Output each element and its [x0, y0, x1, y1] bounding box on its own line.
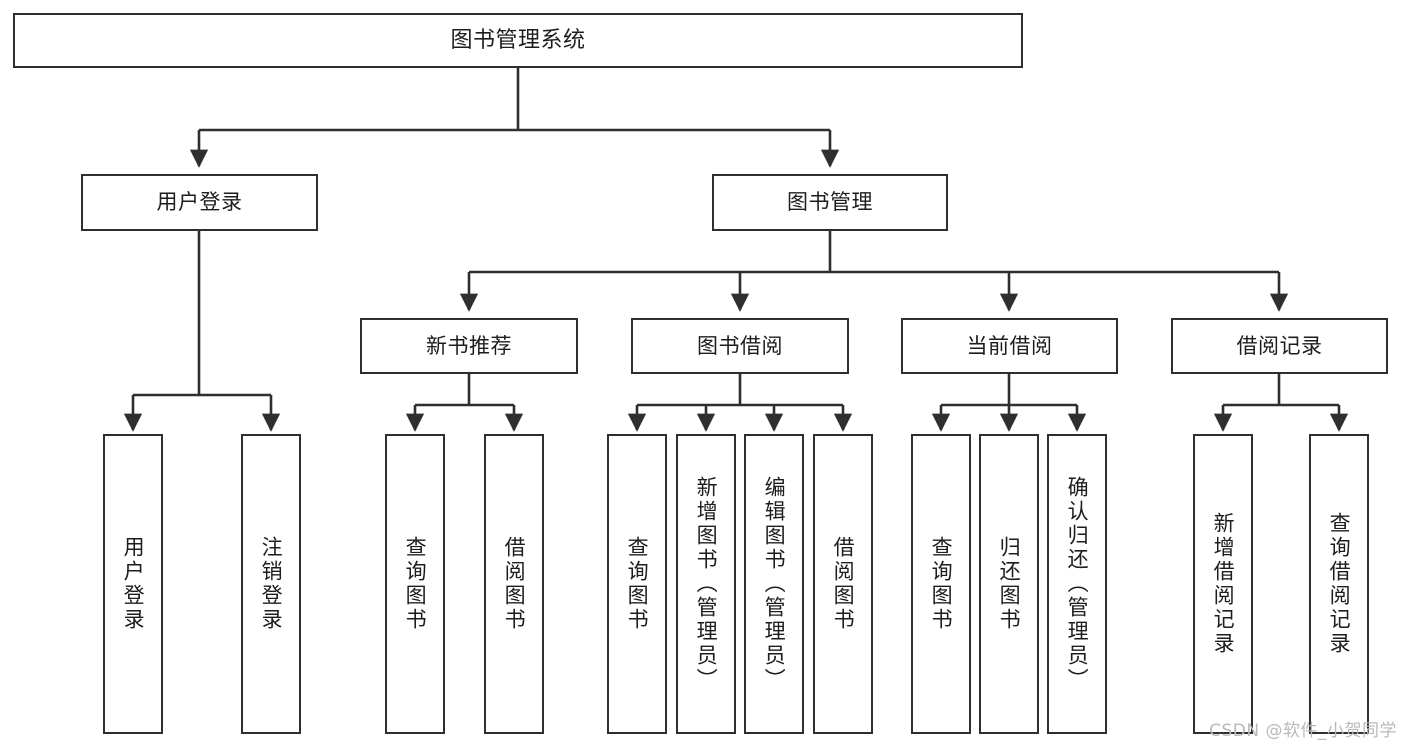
- node-user-login[interactable]: 用户登录: [81, 174, 318, 231]
- node-leaf-nb-borrow-books[interactable]: 借阅图书: [484, 434, 544, 734]
- node-leaf-user-login[interactable]: 用户登录: [103, 434, 163, 734]
- node-leaf-cb-return-books-label: 归还图书: [997, 536, 1022, 632]
- node-leaf-logout-label: 注销登录: [259, 536, 284, 632]
- node-leaf-bb-edit-book-admin[interactable]: 编辑图书（管理员）: [744, 434, 804, 734]
- node-leaf-br-query-record[interactable]: 查询借阅记录: [1309, 434, 1369, 734]
- node-leaf-bb-borrow-books-label: 借阅图书: [831, 536, 856, 632]
- node-new-book-recommendation[interactable]: 新书推荐: [360, 318, 578, 374]
- node-leaf-bb-query-books-label: 查询图书: [625, 536, 650, 632]
- node-leaf-cb-return-books[interactable]: 归还图书: [979, 434, 1039, 734]
- node-leaf-bb-add-book-admin[interactable]: 新增图书（管理员）: [676, 434, 736, 734]
- node-leaf-bb-add-book-admin-label: 新增图书（管理员）: [694, 476, 719, 692]
- node-leaf-nb-query-books-label: 查询图书: [403, 536, 428, 632]
- node-leaf-br-query-record-label: 查询借阅记录: [1327, 512, 1352, 656]
- node-leaf-nb-borrow-books-label: 借阅图书: [502, 536, 527, 632]
- node-leaf-user-login-label: 用户登录: [121, 536, 146, 632]
- node-leaf-cb-confirm-return-admin[interactable]: 确认归还（管理员）: [1047, 434, 1107, 734]
- csdn-watermark: CSDN @软件_小贺同学: [1209, 721, 1397, 741]
- node-book-borrowing[interactable]: 图书借阅: [631, 318, 849, 374]
- node-leaf-br-add-record[interactable]: 新增借阅记录: [1193, 434, 1253, 734]
- node-book-management[interactable]: 图书管理: [712, 174, 948, 231]
- node-current-borrowing[interactable]: 当前借阅: [901, 318, 1118, 374]
- node-leaf-bb-borrow-books[interactable]: 借阅图书: [813, 434, 873, 734]
- node-leaf-nb-query-books[interactable]: 查询图书: [385, 434, 445, 734]
- node-root-book-management-system[interactable]: 图书管理系统: [13, 13, 1023, 68]
- node-leaf-bb-query-books[interactable]: 查询图书: [607, 434, 667, 734]
- node-leaf-bb-edit-book-admin-label: 编辑图书（管理员）: [762, 476, 787, 692]
- node-leaf-logout[interactable]: 注销登录: [241, 434, 301, 734]
- node-leaf-br-add-record-label: 新增借阅记录: [1211, 512, 1236, 656]
- node-leaf-cb-confirm-return-admin-label: 确认归还（管理员）: [1065, 476, 1090, 692]
- node-leaf-cb-query-books[interactable]: 查询图书: [911, 434, 971, 734]
- node-borrowing-records[interactable]: 借阅记录: [1171, 318, 1388, 374]
- node-leaf-cb-query-books-label: 查询图书: [929, 536, 954, 632]
